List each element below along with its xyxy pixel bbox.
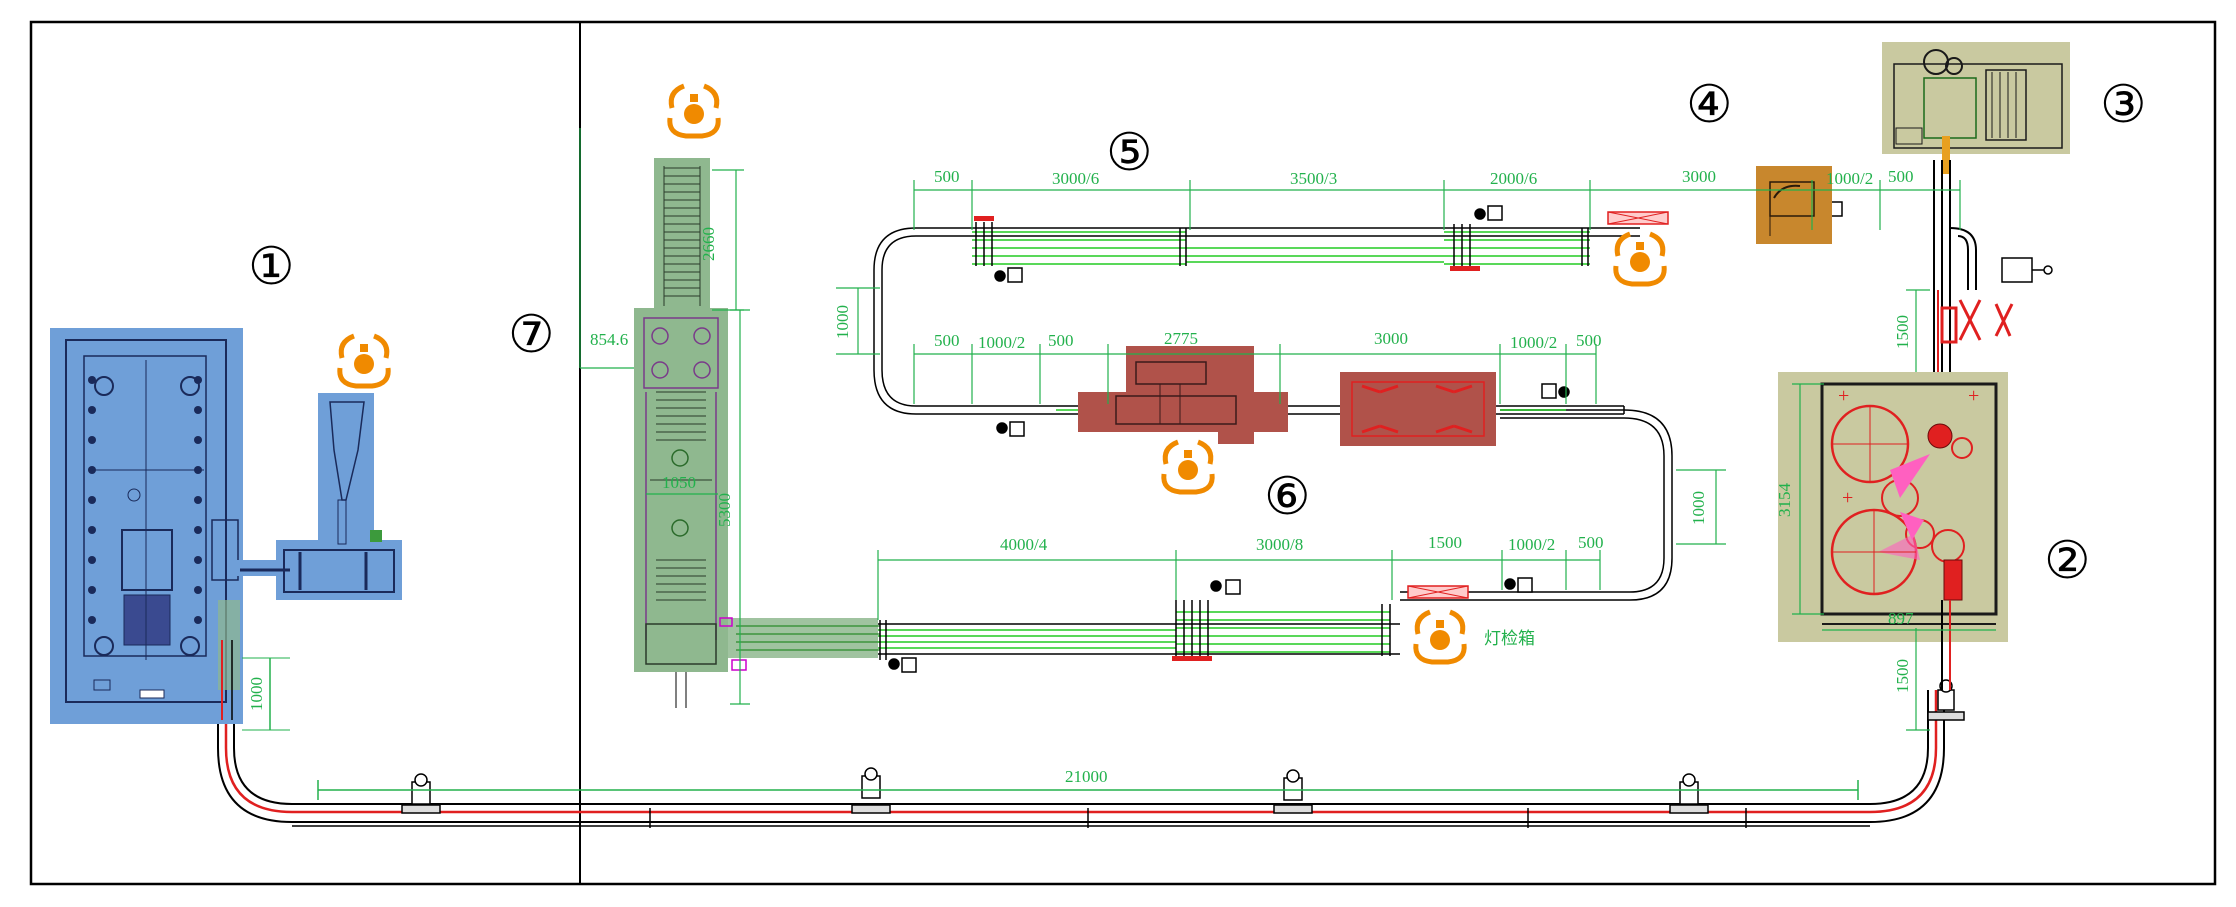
middle-dim-5: 3000 <box>1374 329 1408 348</box>
lower-dim-3: 1500 <box>1428 533 1462 552</box>
lower-conveyor-rollers <box>879 600 1391 660</box>
lower-dim-1: 4000/4 <box>1000 535 1048 554</box>
column-dimensions <box>579 128 750 705</box>
middle-dim-2: 1000/2 <box>978 333 1025 352</box>
lower-dim-2: 3000/8 <box>1256 535 1303 554</box>
column-height-top-label: 2660 <box>699 227 718 261</box>
machine-width-label: 897 <box>1888 609 1914 628</box>
main-span-label: 21000 <box>1065 767 1108 786</box>
upper-dim-1: 500 <box>934 167 960 186</box>
machine-1 <box>50 328 243 724</box>
red-star-wheel <box>1940 299 2014 344</box>
right-vertical-dimension <box>1676 469 1726 545</box>
operator-icon <box>1616 234 1664 284</box>
upper-conveyor <box>873 227 1640 415</box>
middle-dim-4: 2775 <box>1164 329 1198 348</box>
operator-icon <box>340 336 388 386</box>
machine-4-capper <box>1756 166 1832 244</box>
upper-dim-7: 500 <box>1888 167 1914 186</box>
machine-2-rotary: + + + <box>1778 372 2008 690</box>
upper-dim-4: 2000/6 <box>1490 169 1537 188</box>
outer-frame <box>29 20 2217 886</box>
upper-dimension-line <box>913 180 1961 230</box>
upper-dim-2: 3000/6 <box>1052 169 1099 188</box>
operator-icon <box>670 86 718 136</box>
middle-dim-7: 500 <box>1576 331 1602 350</box>
lower-dimension-line <box>877 550 1601 620</box>
air-blower <box>2001 257 2053 283</box>
upper-dim-6: 1000/2 <box>1826 169 1873 188</box>
upper-conveyor-green-belts <box>972 231 1590 265</box>
machine-height-label: 3154 <box>1775 483 1794 518</box>
upper-conveyor-rollers <box>975 222 1589 268</box>
left-vertical-upper-label: 1000 <box>833 305 852 339</box>
svg-text:+: + <box>1842 487 1853 509</box>
bottom-track-motor <box>401 679 1965 814</box>
machine-7-column <box>634 158 880 708</box>
lower-conveyor-green-belts <box>878 611 1390 653</box>
left-vertical-dimension <box>836 287 880 355</box>
middle-dimension-line <box>913 344 1597 404</box>
column-width-label: 1050 <box>662 473 696 492</box>
section-number-1: ① <box>248 237 295 297</box>
column-offset-label: 854.6 <box>590 330 628 349</box>
operator-icon <box>1164 442 1212 492</box>
machine-1-exit-riser <box>218 600 240 720</box>
red-clamp-markers <box>974 216 1480 661</box>
upper-dim-5: 3000 <box>1682 167 1716 186</box>
section-number-5: ⑤ <box>1106 123 1153 183</box>
lower-dim-4: 1000/2 <box>1508 535 1555 554</box>
section-number-4: ④ <box>1686 75 1733 135</box>
machine-1-feeder <box>232 393 402 600</box>
machine-2-dimensions <box>1792 289 1996 731</box>
section-number-6: ⑥ <box>1264 467 1311 527</box>
bottom-return-track <box>217 690 1945 828</box>
middle-dim-6: 1000/2 <box>1510 333 1557 352</box>
upper-dim-3: 3500/3 <box>1290 169 1337 188</box>
middle-dim-1: 500 <box>934 331 960 350</box>
bottom-left-riser-label: 1000 <box>247 677 266 711</box>
main-span-dimension: 21000 <box>317 767 1859 800</box>
left-vertical-right-label: 1000 <box>1689 491 1708 525</box>
right-riser-lower-label: 1500 <box>1893 659 1912 693</box>
right-vertical-conveyor <box>1933 160 1977 388</box>
svg-text:+: + <box>1838 385 1849 407</box>
section-number-2: ② <box>2044 531 2091 591</box>
lower-dim-5: 500 <box>1578 533 1604 552</box>
light-inspection-label: 灯检箱 <box>1484 629 1535 648</box>
section-number-7: ⑦ <box>508 305 555 365</box>
machine-6-labeler <box>1078 346 1496 446</box>
section-number-3: ③ <box>2100 75 2147 135</box>
bottom-left-riser-dimension: 1000 <box>242 657 290 731</box>
svg-text:+: + <box>1968 385 1979 407</box>
machine-3-filler <box>1882 42 2070 174</box>
column-height-lower-label: 5300 <box>715 493 734 527</box>
middle-dim-3: 500 <box>1048 331 1074 350</box>
operator-icon <box>1416 612 1464 662</box>
right-riser-upper-label: 1500 <box>1893 315 1912 349</box>
